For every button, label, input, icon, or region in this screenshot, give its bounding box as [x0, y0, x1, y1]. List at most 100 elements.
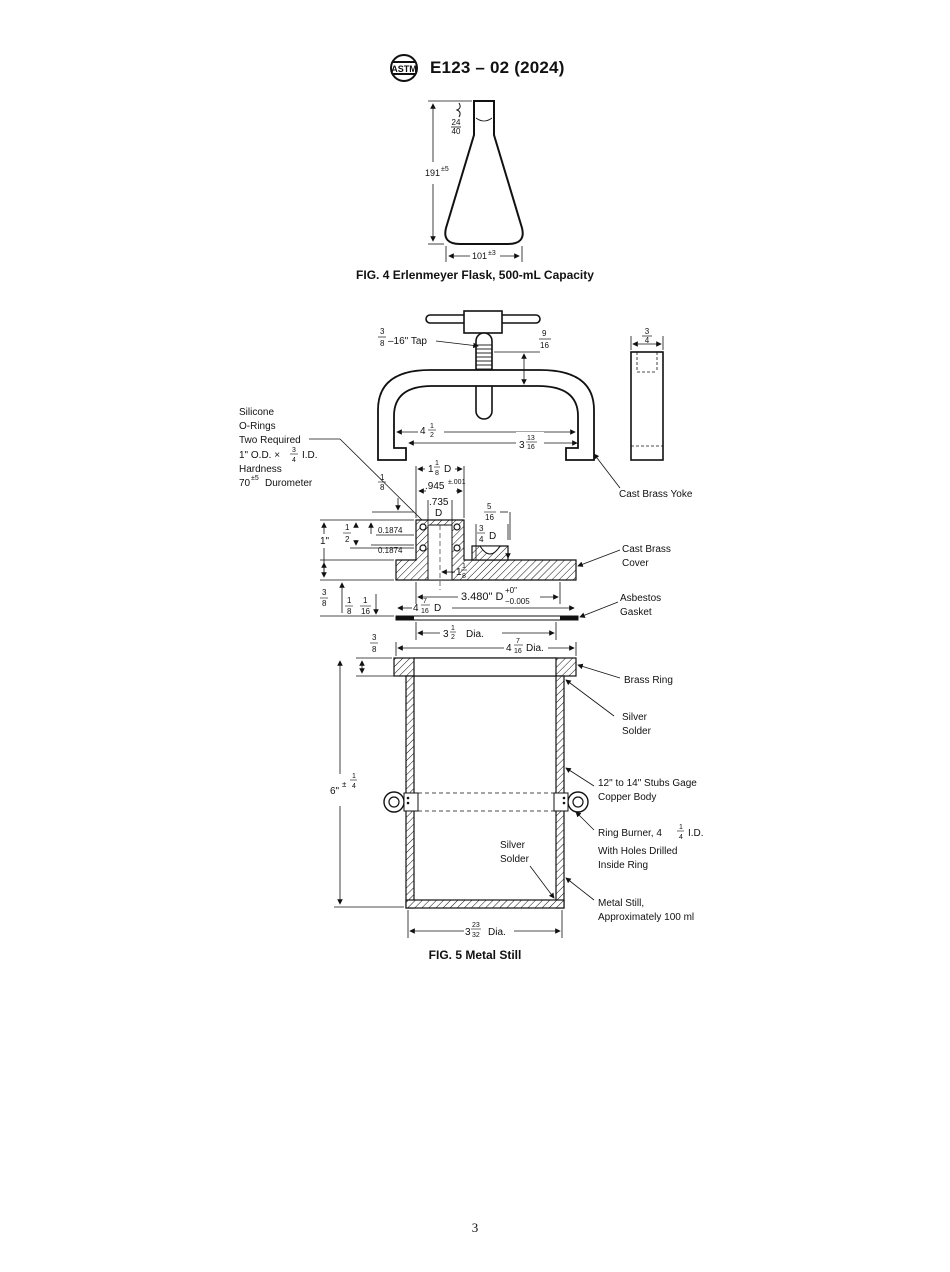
- svg-text:0.1874: 0.1874: [378, 546, 403, 555]
- svg-text:70: 70: [239, 478, 251, 489]
- svg-text:Ring Burner, 4: Ring Burner, 4: [598, 828, 662, 839]
- svg-text:Gasket: Gasket: [620, 607, 652, 618]
- svg-text:D: D: [489, 531, 496, 542]
- svg-text:D: D: [435, 508, 442, 519]
- svg-text:16: 16: [540, 341, 549, 350]
- svg-text:±5: ±5: [251, 475, 259, 482]
- svg-text:40: 40: [452, 127, 461, 136]
- svg-text:Cover: Cover: [622, 558, 649, 569]
- svg-text:Asbestos: Asbestos: [620, 593, 661, 604]
- svg-text:.945: .945: [425, 481, 445, 492]
- svg-text:1: 1: [679, 824, 683, 831]
- svg-text:8: 8: [380, 339, 385, 348]
- svg-text:8: 8: [435, 470, 439, 477]
- svg-text:4: 4: [679, 834, 683, 841]
- svg-text:3: 3: [443, 629, 449, 640]
- svg-text:4: 4: [413, 603, 419, 614]
- svg-text:Metal Still,: Metal Still,: [598, 898, 644, 909]
- svg-text:16: 16: [485, 513, 494, 522]
- svg-text:Cast Brass: Cast Brass: [622, 544, 671, 555]
- svg-text:Copper Body: Copper Body: [598, 792, 656, 803]
- svg-text:D: D: [434, 603, 441, 614]
- svg-text:Dia.: Dia.: [466, 629, 484, 640]
- svg-text:9: 9: [542, 329, 547, 338]
- svg-text:4: 4: [645, 336, 650, 345]
- svg-text:D: D: [444, 464, 451, 475]
- svg-text:24: 24: [452, 118, 461, 127]
- cast-brass-yoke-drawing: 3 4: [377, 327, 664, 461]
- svg-text:8: 8: [322, 599, 327, 608]
- fig4-caption: FIG. 4 Erlenmeyer Flask, 500-mL Capacity: [356, 268, 594, 282]
- svg-text:13: 13: [527, 435, 535, 442]
- svg-text:±: ±: [342, 780, 347, 789]
- svg-text:4: 4: [479, 535, 484, 544]
- svg-text:4: 4: [292, 457, 296, 464]
- body-dimensions: 3 1 2 Dia. 4 7 16 Dia. 3 8 6" ± 1 4: [330, 622, 704, 939]
- cover-dimensions: 1 1 8 D .945 ±.001 .735 D 1 8 1" 1 2 0.1…: [320, 460, 671, 618]
- svg-text:Brass Ring: Brass Ring: [624, 675, 673, 686]
- svg-text:3: 3: [645, 327, 650, 336]
- svg-text:Silver: Silver: [500, 840, 526, 851]
- svg-text:3: 3: [479, 524, 484, 533]
- svg-text:Dia.: Dia.: [526, 643, 544, 654]
- svg-text:3.480" D: 3.480" D: [461, 591, 503, 603]
- svg-text:3: 3: [380, 327, 385, 336]
- svg-text:101: 101: [472, 251, 487, 261]
- document-header: ASTM E123 – 02 (2024): [0, 52, 950, 86]
- astm-logo-icon: ASTM: [390, 54, 418, 82]
- svg-text:I.D.: I.D.: [302, 450, 318, 461]
- t-handle-screw: [425, 310, 541, 420]
- svg-text:7: 7: [423, 598, 427, 605]
- svg-text:3: 3: [519, 440, 525, 451]
- svg-text:Approximately 100 ml: Approximately 100 ml: [598, 912, 694, 923]
- svg-text:I.D.: I.D.: [688, 828, 704, 839]
- svg-text:8: 8: [347, 607, 352, 616]
- svg-text:±5: ±5: [441, 166, 449, 173]
- page-number: 3: [471, 1220, 479, 1235]
- svg-text:With Holes Drilled: With Holes Drilled: [598, 846, 677, 857]
- yoke-dimensions: 3 8 –16" Tap 9 16 4 1 2 3 13 16 Cast Bra…: [378, 327, 693, 500]
- svg-text:1: 1: [435, 460, 439, 467]
- svg-text:Solder: Solder: [500, 854, 530, 865]
- svg-text:ASTM: ASTM: [391, 64, 417, 74]
- svg-text:8: 8: [372, 645, 377, 654]
- erlenmeyer-flask-drawing: 24 40 191 ±5 101 ±3: [425, 100, 524, 262]
- svg-text:1": 1": [320, 536, 330, 547]
- svg-text:Silver: Silver: [622, 712, 648, 723]
- svg-text:2: 2: [451, 634, 455, 641]
- svg-text:3: 3: [292, 447, 296, 454]
- svg-text:2: 2: [430, 432, 434, 439]
- svg-text:Inside Ring: Inside Ring: [598, 860, 648, 871]
- svg-text:1: 1: [456, 567, 462, 578]
- svg-text:0.1874: 0.1874: [378, 526, 403, 535]
- svg-text:8: 8: [462, 573, 466, 580]
- svg-text:191: 191: [425, 168, 440, 178]
- standard-code: E123 – 02 (2024): [430, 58, 565, 77]
- svg-text:16: 16: [527, 444, 535, 451]
- svg-text:4: 4: [352, 783, 356, 790]
- svg-text:16: 16: [421, 608, 429, 615]
- svg-text:Solder: Solder: [622, 726, 652, 737]
- svg-text:3: 3: [465, 927, 471, 938]
- svg-text:±3: ±3: [488, 250, 496, 257]
- svg-text:32: 32: [472, 932, 480, 939]
- svg-text:1: 1: [462, 563, 466, 570]
- svg-text:Silicone: Silicone: [239, 407, 274, 418]
- svg-text:3: 3: [322, 588, 327, 597]
- svg-text:5: 5: [487, 502, 492, 511]
- svg-text:Two Required: Two Required: [239, 435, 301, 446]
- svg-text:16: 16: [361, 607, 370, 616]
- svg-text:7: 7: [516, 638, 520, 645]
- svg-text:8: 8: [380, 483, 385, 492]
- svg-text:.735: .735: [429, 497, 449, 508]
- svg-text:1: 1: [451, 625, 455, 632]
- svg-text:1: 1: [380, 473, 385, 482]
- fig5-caption: FIG. 5 Metal Still: [428, 948, 522, 962]
- svg-text:1: 1: [345, 523, 350, 532]
- svg-text:6": 6": [330, 786, 340, 797]
- svg-text:4: 4: [420, 426, 426, 437]
- oring-label: Silicone O-Rings Two Required 1" O.D. × …: [239, 407, 423, 521]
- svg-text:1: 1: [363, 596, 368, 605]
- cast-brass-cover-drawing: [395, 519, 579, 621]
